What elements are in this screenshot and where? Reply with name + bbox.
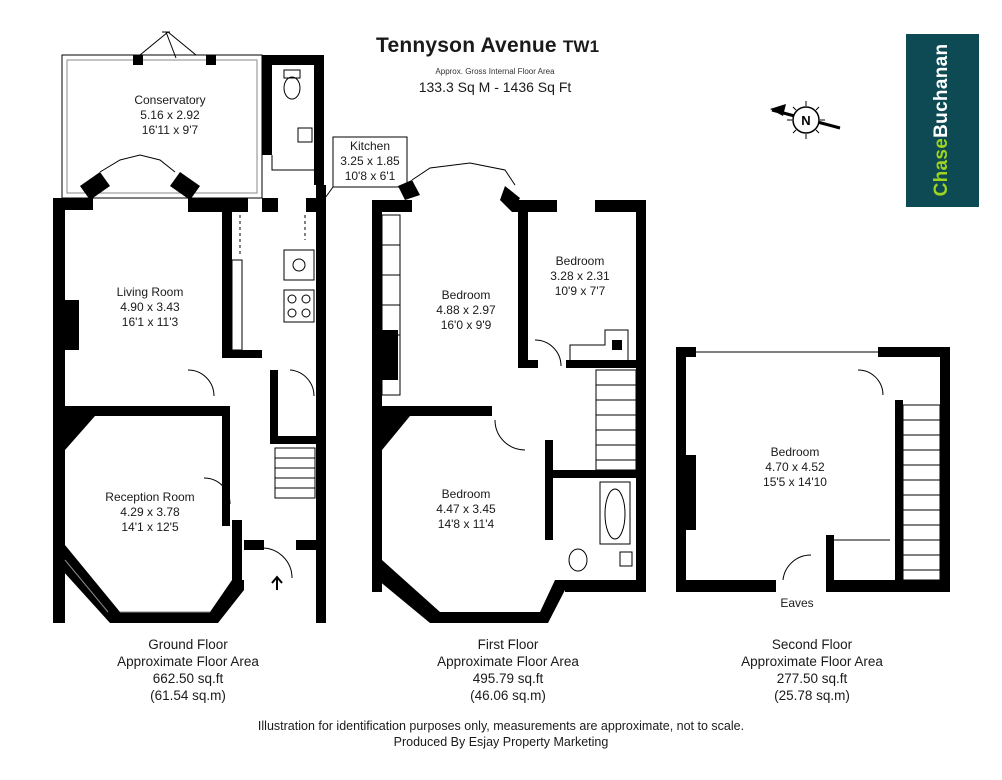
room-metric: 3.25 x 1.85 xyxy=(340,154,400,168)
agency-logo: ChaseBuchanan xyxy=(906,34,979,207)
room-name: Kitchen xyxy=(349,139,391,153)
room-name: Conservatory xyxy=(134,93,206,107)
floor-name: First Floor xyxy=(477,637,539,652)
producer-credit: Produced By Esjay Property Marketing xyxy=(393,735,609,749)
first-floor-plan xyxy=(372,162,646,623)
title-suffix: TW1 xyxy=(562,37,600,56)
floor-caption: Approximate Floor Area xyxy=(741,654,883,669)
floor-sqm: (46.06 sq.m) xyxy=(470,688,546,703)
page-title: Tennyson Avenue TW1 xyxy=(376,34,599,58)
room-metric: 4.88 x 2.97 xyxy=(436,303,496,317)
room-kitchen: Kitchen 3.25 x 1.85 10'8 x 6'1 xyxy=(333,139,407,184)
compass-icon: N xyxy=(770,101,841,139)
room-metric: 5.16 x 2.92 xyxy=(140,108,200,122)
room-bedroom-3: Bedroom 4.47 x 3.45 14'8 x 11'4 xyxy=(406,487,526,532)
room-bedroom-4: Bedroom 4.70 x 4.52 15'5 x 14'10 xyxy=(735,445,855,490)
floor-sqft: 662.50 sq.ft xyxy=(152,671,224,686)
floor-name: Second Floor xyxy=(771,637,853,652)
floor-name: Ground Floor xyxy=(148,637,228,652)
eaves-label: Eaves xyxy=(780,596,814,610)
title-text: Tennyson Avenue xyxy=(376,34,557,57)
room-conservatory: Conservatory 5.16 x 2.92 16'11 x 9'7 xyxy=(110,93,230,138)
room-imperial: 16'1 x 11'3 xyxy=(121,315,179,329)
room-imperial: 14'1 x 12'5 xyxy=(121,520,179,534)
room-name: Bedroom xyxy=(555,254,605,268)
room-metric: 4.47 x 3.45 xyxy=(436,502,496,516)
disclaimer: Illustration for identification purposes… xyxy=(257,719,745,733)
room-imperial: 15'5 x 14'10 xyxy=(763,475,827,489)
subtitle: Approx. Gross Internal Floor Area xyxy=(435,67,555,76)
floor-caption: Approximate Floor Area xyxy=(117,654,259,669)
floor-caption: Approximate Floor Area xyxy=(437,654,579,669)
room-imperial: 10'9 x 7'7 xyxy=(554,284,606,298)
room-imperial: 16'0 x 9'9 xyxy=(440,318,492,332)
floor-sqft: 495.79 sq.ft xyxy=(472,671,544,686)
room-imperial: 10'8 x 6'1 xyxy=(344,169,396,183)
room-metric: 4.70 x 4.52 xyxy=(765,460,825,474)
room-name: Living Room xyxy=(116,285,184,299)
floor-sqm: (25.78 sq.m) xyxy=(774,688,850,703)
room-imperial: 16'11 x 9'7 xyxy=(141,123,199,137)
room-living: Living Room 4.90 x 3.43 16'1 x 11'3 xyxy=(90,285,210,330)
room-metric: 3.28 x 2.31 xyxy=(550,269,610,283)
room-name: Bedroom xyxy=(770,445,820,459)
floor-caption-first: First Floor Approximate Floor Area 495.7… xyxy=(408,636,608,704)
second-floor-plan xyxy=(676,347,950,592)
floor-sqft: 277.50 sq.ft xyxy=(776,671,848,686)
room-imperial: 14'8 x 11'4 xyxy=(437,517,495,531)
room-bedroom-2: Bedroom 3.28 x 2.31 10'9 x 7'7 xyxy=(525,254,635,299)
room-metric: 4.29 x 3.78 xyxy=(120,505,180,519)
total-area: 133.3 Sq M - 1436 Sq Ft xyxy=(418,79,572,95)
floor-sqm: (61.54 sq.m) xyxy=(150,688,226,703)
room-metric: 4.90 x 3.43 xyxy=(120,300,180,314)
floor-caption-second: Second Floor Approximate Floor Area 277.… xyxy=(712,636,912,704)
room-name: Bedroom xyxy=(441,487,491,501)
room-name: Bedroom xyxy=(441,288,491,302)
ground-floor-plan xyxy=(53,31,408,623)
floor-caption-ground: Ground Floor Approximate Floor Area 662.… xyxy=(88,636,288,704)
room-name: Reception Room xyxy=(105,490,195,504)
room-reception: Reception Room 4.29 x 3.78 14'1 x 12'5 xyxy=(85,490,215,535)
room-bedroom-1: Bedroom 4.88 x 2.97 16'0 x 9'9 xyxy=(406,288,526,333)
compass-letter: N xyxy=(801,113,810,128)
